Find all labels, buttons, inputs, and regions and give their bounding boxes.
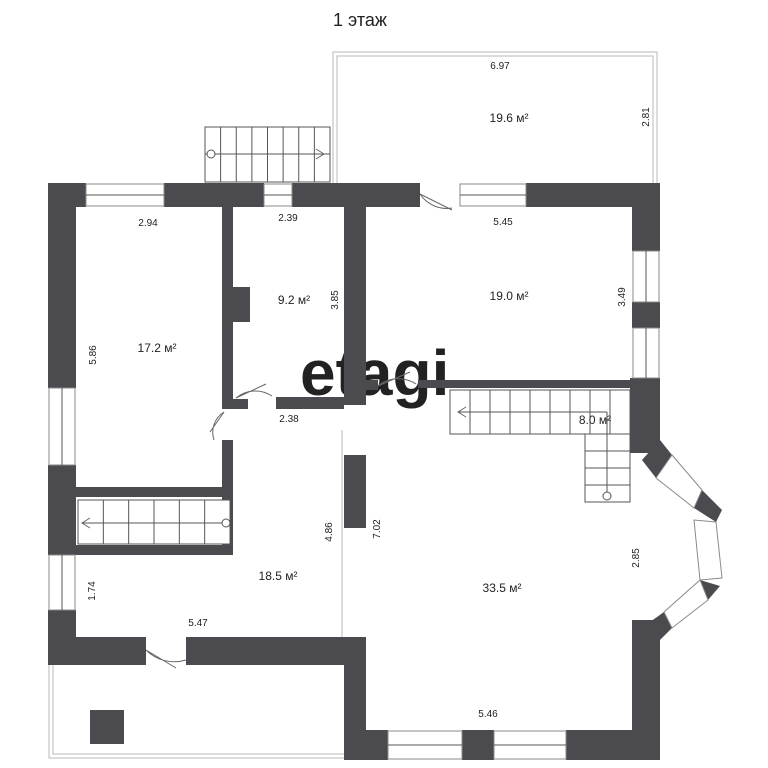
dim-terrace-height: 2.81 xyxy=(641,107,652,127)
dim-top-right-room-width: 5.45 xyxy=(493,217,513,228)
doors xyxy=(145,193,453,669)
main-stair-marker xyxy=(602,491,612,501)
hall-stair-marker xyxy=(221,518,231,528)
dim-left-room-height: 5.86 xyxy=(88,345,99,365)
dim-left-room-width: 2.94 xyxy=(138,218,158,229)
area-terrace: 19.6 м² xyxy=(490,111,529,125)
dim-terrace-width: 6.97 xyxy=(490,61,510,72)
dim-living-bottom: 5.46 xyxy=(478,709,498,720)
area-top-right-room: 19.0 м² xyxy=(490,289,529,303)
area-stair-landing: 8.0 м² xyxy=(579,413,611,427)
stair-start-marker xyxy=(206,149,216,159)
area-living: 33.5 м² xyxy=(483,581,522,595)
main-stair-arrow xyxy=(457,406,467,418)
hall-stair-arrow xyxy=(81,517,91,529)
dim-living-right: 2.85 xyxy=(631,548,642,568)
dim-hall-side: 1.74 xyxy=(87,581,98,601)
dim-top-right-room-height: 3.49 xyxy=(617,287,628,307)
dim-hall-bottom: 5.47 xyxy=(188,618,208,629)
dim-hall-height: 4.86 xyxy=(324,522,335,542)
stairs xyxy=(77,126,631,545)
terrace-outline xyxy=(332,51,658,183)
area-small-room: 9.2 м² xyxy=(278,293,310,307)
dim-living-height: 7.02 xyxy=(372,519,383,539)
walls xyxy=(48,183,722,760)
floor-title: 1 этаж xyxy=(333,10,387,30)
windows xyxy=(48,183,723,760)
area-hall: 18.5 м² xyxy=(259,569,298,583)
stair-arrow xyxy=(315,148,325,160)
porch-outline xyxy=(48,430,350,759)
dim-small-room-height: 3.85 xyxy=(330,290,341,310)
dim-small-room-width: 2.39 xyxy=(278,213,298,224)
dim-hall-top: 2.38 xyxy=(279,414,299,425)
area-left-room: 17.2 м² xyxy=(138,341,177,355)
